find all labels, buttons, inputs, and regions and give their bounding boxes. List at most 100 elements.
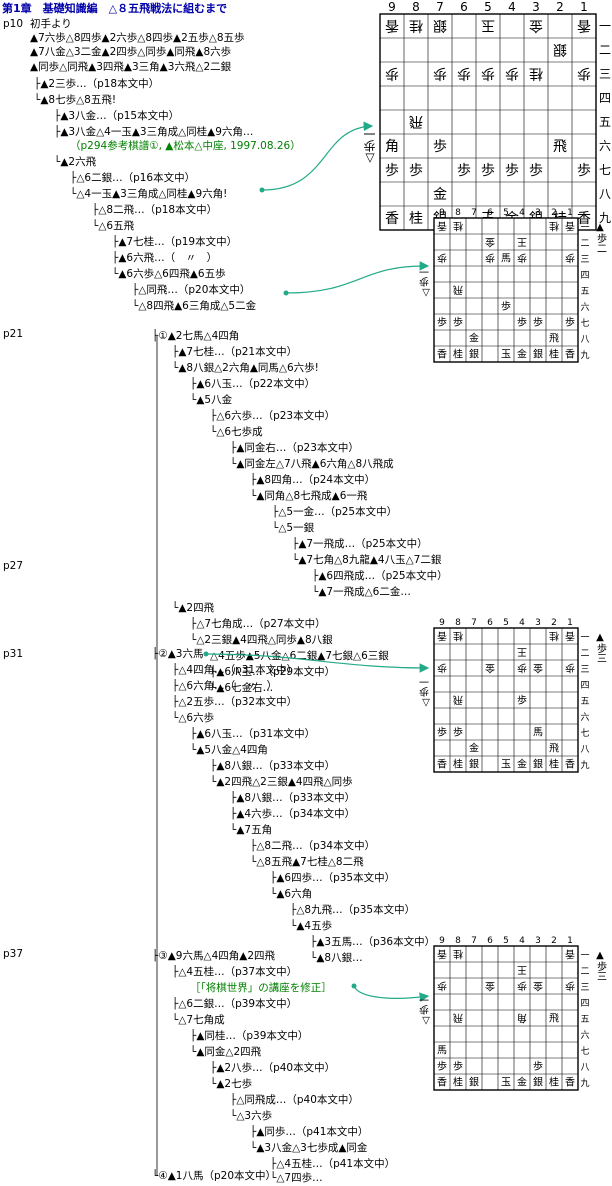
shogi-piece: 香 <box>565 759 575 771</box>
shogi-piece: 金 <box>517 758 527 771</box>
rank-number: 五 <box>580 287 589 297</box>
move-line: ├▲8八銀…（p33本文中） <box>230 792 356 804</box>
move-line: └▲8八銀… <box>310 952 363 964</box>
shogi-piece: 歩 <box>533 1060 543 1073</box>
move-line: └△8四飛▲6三角成△5二金 <box>132 300 257 312</box>
rank-number: 六 <box>580 1029 589 1041</box>
move-line: └▲2四飛 <box>172 602 215 614</box>
shogi-piece: 金 <box>517 1076 527 1089</box>
file-number: 8 <box>412 0 420 14</box>
move-line: 初手より <box>30 18 72 30</box>
rank-number: 一 <box>580 633 589 643</box>
file-number: 7 <box>436 0 444 14</box>
file-number: 9 <box>439 618 445 628</box>
shogi-piece: 歩 <box>433 139 447 155</box>
shogi-piece: 歩 <box>565 661 575 674</box>
shogi-piece: 馬 <box>501 253 511 265</box>
shogi-piece: 歩 <box>565 251 575 264</box>
shogi-piece: 歩 <box>577 163 591 179</box>
move-line: ▲7六歩△8四歩▲2六歩△8四歩▲2五歩△8五歩 <box>30 32 245 44</box>
shogi-piece: 歩 <box>453 316 463 329</box>
move-line: ├▲7一飛成…（p25本文中） <box>292 538 428 550</box>
file-number: 7 <box>471 618 477 628</box>
move-line: ├▲7七桂…（p19本文中） <box>112 236 238 248</box>
shogi-piece: 歩 <box>505 65 519 81</box>
file-number: 9 <box>439 936 445 946</box>
shogi-piece: 飛 <box>549 333 559 345</box>
move-line: ├△6二銀…（p39本文中） <box>172 998 298 1010</box>
shogi-piece: 歩 <box>453 726 463 739</box>
file-number: 6 <box>487 618 493 628</box>
shogi-piece: 銀 <box>469 758 479 771</box>
shogi-piece: 歩 <box>529 163 543 179</box>
file-number: 5 <box>503 936 509 946</box>
page-marker: p37 <box>3 948 24 960</box>
rank-number: 四 <box>580 999 589 1009</box>
move-line: └▲2六飛 <box>54 156 97 168</box>
move-line: └▲8七歩△8五飛! <box>34 94 117 106</box>
shogi-piece: 桂 <box>453 1076 463 1089</box>
shogi-piece: 歩 <box>533 316 543 329</box>
shogi-piece: 金 <box>433 187 447 203</box>
shogi-piece: 歩 <box>437 661 447 674</box>
shogi-piece: 香 <box>437 219 447 231</box>
shogi-piece: 歩 <box>517 661 527 674</box>
move-line: ├▲4六歩…（p34本文中） <box>230 808 356 820</box>
rank-number: 二 <box>580 649 589 659</box>
move-line: ├△8九飛…（p35本文中） <box>290 904 416 916</box>
shogi-piece: 歩 <box>409 163 423 179</box>
file-number: 3 <box>535 936 541 946</box>
file-number: 5 <box>503 618 509 628</box>
move-line: └▲5八金 <box>190 394 233 406</box>
page-title: 第1章 基礎知識編 △８五飛戦法に組むまで <box>2 2 228 15</box>
move-line: └▲3八金△3七歩成▲同金 <box>250 1142 368 1154</box>
shogi-piece: 桂 <box>549 219 559 232</box>
board-frame <box>379 13 597 231</box>
shogi-piece: 香 <box>437 1077 447 1089</box>
shogi-piece: 桂 <box>453 629 463 642</box>
move-line: └△6六歩 <box>172 712 215 724</box>
shogi-piece: 歩 <box>517 316 527 329</box>
move-line: └△5一銀 <box>272 522 315 534</box>
shogi-piece: 角 <box>517 1011 527 1023</box>
rank-number: 四 <box>580 271 589 281</box>
move-line: ├②▲3六馬 <box>152 648 204 660</box>
connector-dot <box>259 187 265 193</box>
connector-arrow <box>285 261 430 294</box>
shogi-piece: 馬 <box>533 727 543 739</box>
move-line: ├△6二銀…（p16本文中） <box>70 172 196 184</box>
move-line: └▲5八金△4四角 <box>190 744 268 756</box>
move-line: └△7四歩… <box>270 1172 323 1184</box>
file-number: 5 <box>503 208 509 218</box>
move-line: ├△4四角…（p31本文中） <box>172 664 298 676</box>
shogi-piece: 歩 <box>565 316 575 329</box>
file-number: 1 <box>567 618 573 628</box>
gote-hand: △歩一 <box>420 995 432 1026</box>
connector-arrow <box>353 985 430 1002</box>
shogi-piece: 飛 <box>453 1011 463 1023</box>
file-number: 7 <box>471 936 477 946</box>
move-line: ├▲3八金…（p15本文中） <box>54 110 180 122</box>
move-line: └△3六歩 <box>230 1110 273 1122</box>
rank-number: 九 <box>580 1078 589 1089</box>
rank-number: 二 <box>599 43 611 57</box>
move-line: └▲7七角△8九龍▲4八玉△7二銀 <box>292 554 442 566</box>
rank-number: 七 <box>599 163 611 177</box>
rank-number: 八 <box>599 187 611 201</box>
rank-number: 五 <box>599 115 611 129</box>
shogi-piece: 飛 <box>549 743 559 755</box>
rank-number: 二 <box>580 967 589 977</box>
move-line: ├▲6八玉…（p22本文中） <box>190 378 316 390</box>
move-line: ▲同歩△同飛▲3四飛▲3三角▲3六飛△2二銀 <box>30 61 232 73</box>
move-line: └△6七歩成 <box>210 426 263 438</box>
shogi-piece: 銀 <box>533 758 543 771</box>
file-number: 8 <box>455 618 461 628</box>
shogi-piece: 金 <box>533 661 543 674</box>
move-line: ├▲2三歩…（p18本文中） <box>34 78 160 90</box>
file-number: 6 <box>487 208 493 218</box>
file-number: 1 <box>580 0 588 14</box>
